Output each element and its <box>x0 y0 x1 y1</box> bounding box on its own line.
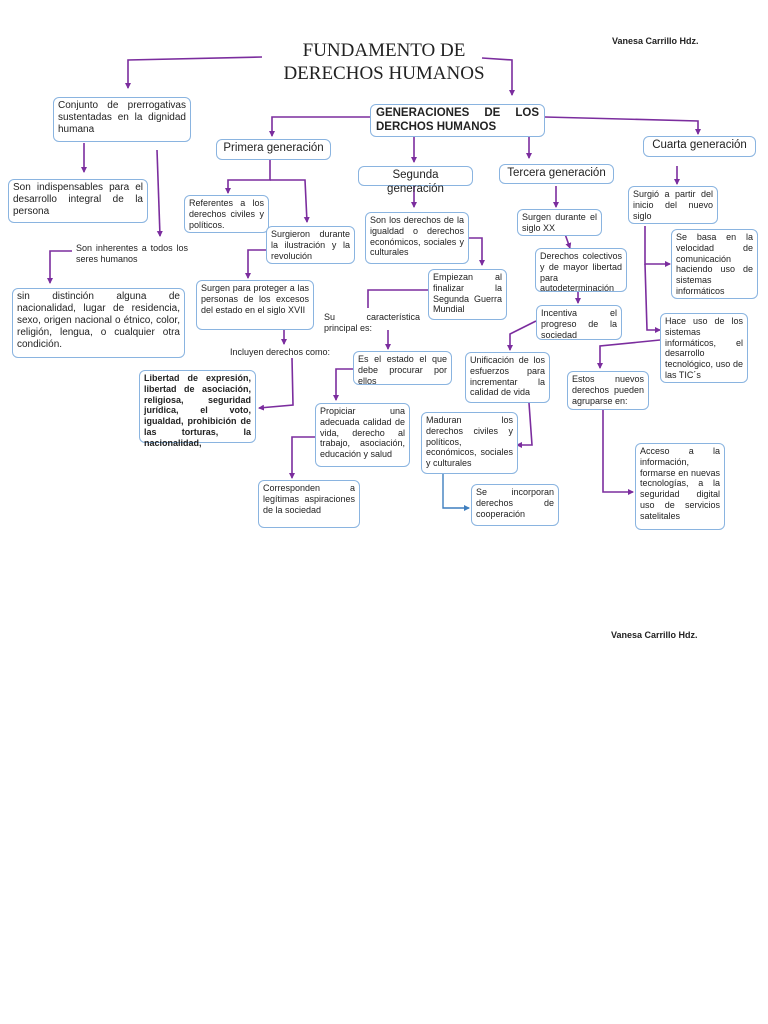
main-title: FUNDAMENTO DE DERECHOS HUMANOS <box>283 40 485 84</box>
ww2-box: Empiezan al finalizar la Segunda Guerra … <box>428 269 507 320</box>
arrow-origin-uses <box>644 263 661 333</box>
arrow-progress-unify <box>507 320 537 351</box>
progress-box: Incentiva el progreso de la sociedad <box>536 305 622 340</box>
generations-title-box: GENERACIONES DE LOS DERCHOS HUMANOS <box>370 104 545 137</box>
quality-of-life-box: Propiciar una adecuada calidad de vida, … <box>315 403 410 467</box>
twentieth-century-box: Surgen durante el siglo XX <box>517 209 602 236</box>
arrow-title-left <box>125 56 263 89</box>
protect-box: Surgen para proteger a las personas de l… <box>196 280 314 330</box>
arrow-ww2-feature <box>367 289 430 308</box>
arrow-include-rights <box>258 357 294 411</box>
arrow-century-collective <box>564 233 572 249</box>
communication-speed-box: Se basa en la velocidad de comunicación … <box>671 229 758 299</box>
access-information-box: Acceso a la información, formarse en nue… <box>635 443 725 530</box>
arrow-inherent-nodistinction <box>47 250 72 284</box>
arrow-gen-fourth <box>544 116 701 135</box>
author-top: Vanesa Carrillo Hdz. <box>612 36 699 46</box>
emerged-box: Surgieron durante la ilustración y la re… <box>266 226 355 264</box>
equality-box: Son los derechos de la igualdad o derech… <box>365 212 469 264</box>
author-bottom: Vanesa Carrillo Hdz. <box>611 630 698 640</box>
mature-rights-box: Maduran los derechos civiles y políticos… <box>421 412 518 474</box>
no-distinction-box: sin distinción alguna de nacionalidad, l… <box>12 288 185 358</box>
arrow-uses-grouped <box>597 339 661 369</box>
arrow-state-quality <box>333 368 356 401</box>
arrow-first-emerged <box>270 179 310 223</box>
definition-box: Conjunto de prerrogativas sustentadas en… <box>53 97 191 142</box>
include-label: Incluyen derechos como: <box>230 347 331 357</box>
fourth-generation-header: Cuarta generación <box>643 136 756 157</box>
arrow-gen-first <box>269 116 370 137</box>
arrow-title-right <box>481 57 515 96</box>
arrow-def-inherent <box>156 149 163 237</box>
second-generation-header: Segunda generación <box>358 166 473 195</box>
arrow-origin-media <box>644 226 671 267</box>
state-box: Es el estado el que debe procurar por el… <box>353 351 452 386</box>
arrow-emerged-protect <box>245 249 268 279</box>
main-feature-text: Su característica principal es: <box>324 312 420 333</box>
arrow-quality-legit <box>289 436 316 479</box>
unify-efforts-box: Unificación de los esfuerzos para increm… <box>465 352 550 403</box>
third-generation-header: Tercera generación <box>499 164 614 184</box>
information-systems-box: Hace uso de los sistemas informáticos, e… <box>660 313 748 383</box>
cooperation-box: Se incorporan derechos de cooperación <box>471 484 559 526</box>
grouped-rights-box: Estos nuevos derechos pueden agruparse e… <box>567 371 649 410</box>
legitimate-aspirations-box: Corresponden a legítimas aspiraciones de… <box>258 480 360 528</box>
collective-rights-box: Derechos colectivos y de mayor libertad … <box>535 248 627 293</box>
new-century-box: Surgió a partir del inicio del nuevo sig… <box>628 186 718 224</box>
first-generation-header: Primera generación <box>216 139 331 160</box>
first-rights-box: Libertad de expresión, libertad de asoci… <box>139 370 256 448</box>
arrow-unify-mature <box>516 402 533 448</box>
indispensable-box: Son indispensables para el desarrollo in… <box>8 179 148 223</box>
arrow-first-civil <box>225 160 271 194</box>
civil-rights-box: Referentes a los derechos civiles y polí… <box>184 195 269 233</box>
inherent-text: Son inherentes a todos los seres humanos <box>76 243 188 264</box>
arrow-grouped-access <box>602 410 634 495</box>
arrow-equality-ww2 <box>469 237 485 266</box>
arrow-mature-coop <box>442 474 470 511</box>
